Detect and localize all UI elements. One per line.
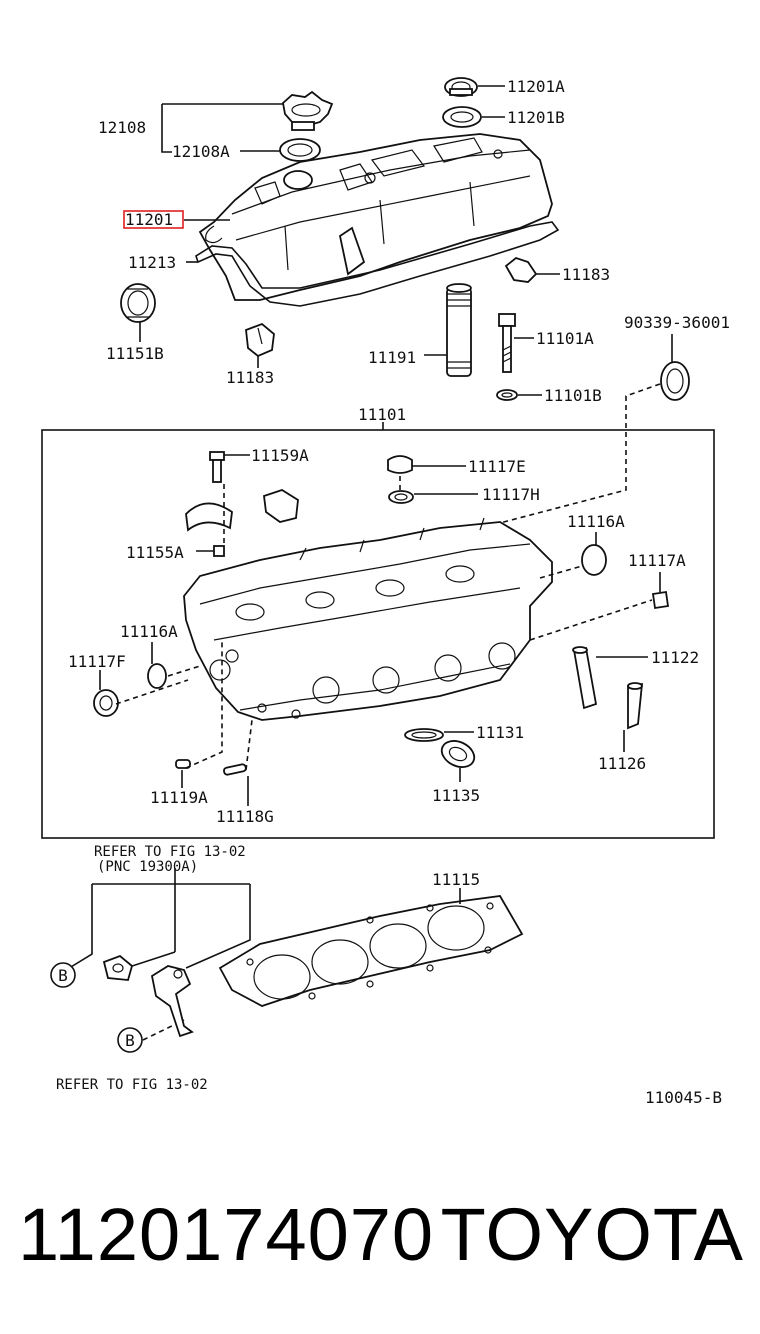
callout-b-lower: B xyxy=(117,1027,143,1053)
valve-cover xyxy=(198,133,553,301)
label-11155a: 11155A xyxy=(126,543,184,562)
gasket-11131 xyxy=(404,728,474,742)
spark-plug-tube xyxy=(446,283,472,377)
label-11201a: 11201A xyxy=(507,77,565,96)
pin-11155a xyxy=(196,545,225,557)
label-11101b: 11101B xyxy=(544,386,602,405)
cylinder-head-gasket xyxy=(218,888,524,1007)
label-11101a: 11101A xyxy=(536,329,594,348)
label-11117h: 11117H xyxy=(482,485,540,504)
valve-cover-gasket xyxy=(195,221,560,307)
label-11201[interactable]: 11201 xyxy=(125,210,173,229)
oil-seal xyxy=(660,361,690,401)
half-moon-plug-left xyxy=(245,322,275,358)
camshaft-bearing-cap xyxy=(185,489,299,532)
cylinder-head-frame xyxy=(41,429,715,839)
cylinder-head xyxy=(183,517,553,721)
label-11119a: 11119A xyxy=(150,788,208,807)
label-11183-left: 11183 xyxy=(226,368,274,387)
oil-filler-cap xyxy=(282,90,334,131)
timing-bracket-right xyxy=(150,965,194,1038)
plug-11116a-left xyxy=(147,642,167,689)
brand-name: TOYOTA xyxy=(440,1193,744,1276)
head-bolt xyxy=(498,313,516,373)
label-11117e: 11117E xyxy=(468,457,526,476)
label-11213: 11213 xyxy=(128,253,176,272)
label-11183-right: 11183 xyxy=(562,265,610,284)
bolt-11159a xyxy=(209,451,250,483)
label-11122: 11122 xyxy=(651,648,699,667)
label-11151b: 11151B xyxy=(106,344,164,363)
label-12108: 12108 xyxy=(98,118,146,137)
label-11117f: 11117F xyxy=(68,652,126,671)
grommet-b xyxy=(442,106,482,128)
label-11126: 11126 xyxy=(598,754,646,773)
label-11201b: 11201B xyxy=(507,108,565,127)
label-11131: 11131 xyxy=(476,723,524,742)
assembly-lines xyxy=(115,476,653,771)
highlight-box xyxy=(123,210,184,229)
label-12108a: 12108A xyxy=(172,142,230,161)
label-11135: 11135 xyxy=(432,786,480,805)
grommet-a xyxy=(444,77,478,97)
figure-code: 110045-B xyxy=(645,1088,722,1107)
valve-guide-11122 xyxy=(572,646,648,710)
reference-lines xyxy=(65,868,251,1041)
gasket-11117h xyxy=(388,490,478,504)
leader-lines-top xyxy=(139,85,673,525)
plug-11117f xyxy=(93,670,119,717)
seal-11135 xyxy=(440,740,476,782)
dowel-pin-11119a xyxy=(175,759,191,788)
label-11115: 11115 xyxy=(432,870,480,889)
cap-gasket xyxy=(279,138,321,162)
refer-note-top-line2: (PNC 19300A) xyxy=(97,859,198,875)
label-11159a: 11159A xyxy=(251,446,309,465)
label-11101: 11101 xyxy=(358,405,406,424)
part-number: 1120174070 xyxy=(18,1193,435,1276)
label-11116a-right: 11116A xyxy=(567,512,625,531)
callout-b-upper: B xyxy=(50,962,76,988)
callout-b-upper-text: B xyxy=(58,966,68,985)
valve-guide-11126 xyxy=(623,682,644,752)
timing-bracket-left xyxy=(102,954,134,981)
label-11118g: 11118G xyxy=(216,807,274,826)
footer: 1120174070 TOYOTA xyxy=(0,1190,760,1280)
callout-b-lower-text: B xyxy=(125,1031,135,1050)
straight-pin-11118g xyxy=(223,763,249,806)
plug-11117a xyxy=(651,572,670,610)
plug-11116a-right xyxy=(581,532,607,576)
plug-11117e xyxy=(387,455,466,474)
refer-note-bottom: REFER TO FIG 13-02 xyxy=(56,1077,208,1093)
head-bolt-washer xyxy=(496,389,518,401)
label-11116a-left: 11116A xyxy=(120,622,178,641)
half-moon-plug-right xyxy=(504,256,538,283)
refer-note-top-line1: REFER TO FIG 13-02 xyxy=(94,844,246,860)
camshaft-seal xyxy=(120,283,156,323)
label-11191: 11191 xyxy=(368,348,416,367)
label-90339-36001: 90339-36001 xyxy=(624,313,730,332)
label-11117a: 11117A xyxy=(628,551,686,570)
